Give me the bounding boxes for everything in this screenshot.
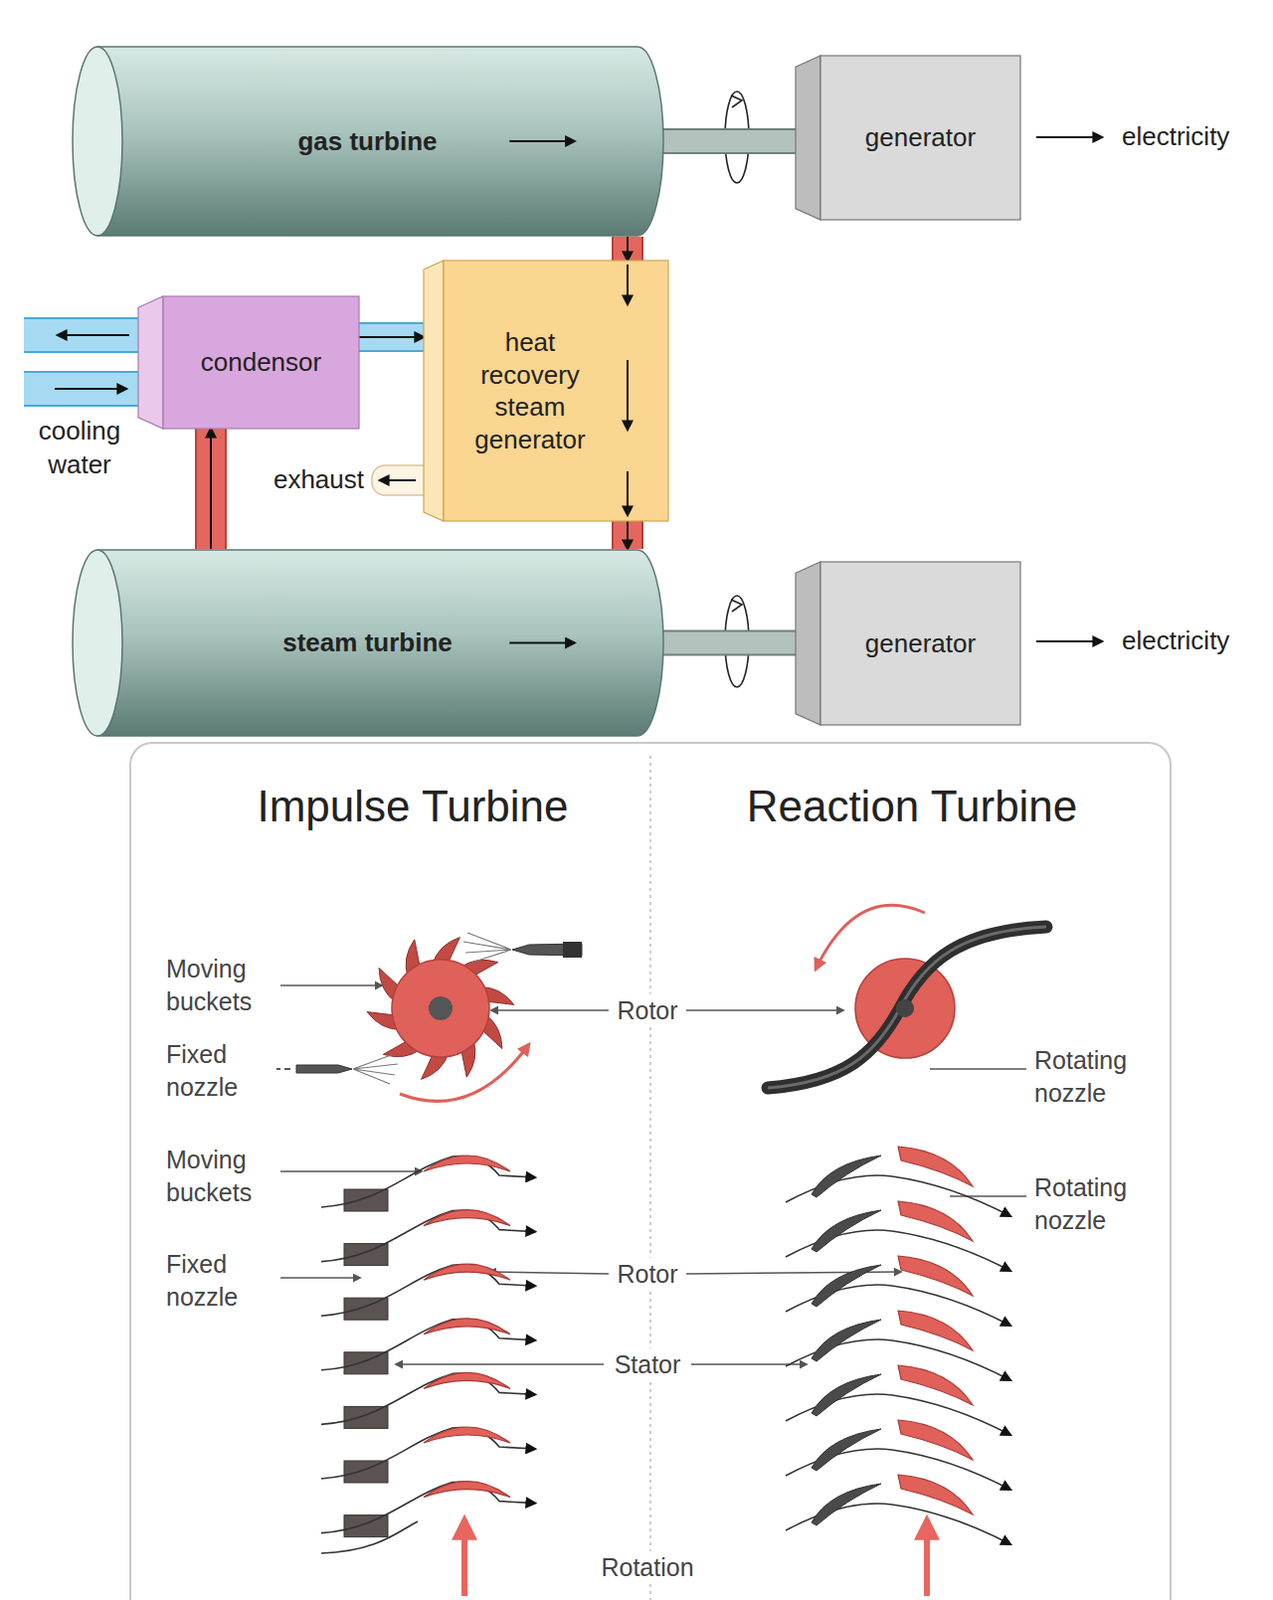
output-label: electricity — [1121, 624, 1230, 659]
turbine-cylinder: steam turbine — [71, 548, 664, 737]
part-label: Stator — [610, 1348, 686, 1382]
output-label: electricity — [1121, 120, 1230, 155]
water-pipe — [359, 337, 424, 339]
panel-title: Impulse Turbine — [256, 777, 568, 835]
text-area: heat recovery steam generator — [443, 260, 617, 522]
reaction-blade-rows — [785, 1146, 1011, 1545]
text-area: generator — [820, 561, 1021, 726]
part-label: Moving buckets — [166, 952, 291, 1018]
flow-label: exhaust — [273, 463, 364, 498]
node-label: condensor — [200, 346, 322, 379]
part-label: Fixed nozzle — [166, 1248, 291, 1313]
node-shape — [423, 260, 669, 522]
turbine-panel — [130, 742, 1171, 1600]
impulse-blade-rows — [321, 1155, 536, 1554]
node-label: gas turbine — [297, 125, 437, 159]
panel-title: Reaction Turbine — [746, 777, 1079, 835]
part-label: Rotating nozzle — [1034, 1171, 1159, 1237]
shaft-pipe — [663, 642, 796, 644]
impulse-wheel — [366, 937, 515, 1081]
part-label: Rotor — [612, 1258, 682, 1291]
steam-pipe — [210, 428, 212, 549]
part-label: Rotor — [612, 994, 682, 1028]
rotation-arrow — [923, 1519, 930, 1597]
divider — [649, 755, 652, 1600]
steam-pipe — [627, 521, 629, 549]
steam-pipe — [627, 236, 629, 261]
node-label: steam turbine — [282, 626, 453, 660]
rotation-ring — [725, 91, 749, 688]
node-label: generator — [865, 121, 976, 155]
node-label: heat recovery steam generator — [455, 326, 605, 456]
text-area: condensor — [163, 296, 360, 429]
reaction-wheel — [767, 926, 1047, 1089]
rotation-arrow — [399, 1044, 530, 1101]
rotation-arrow — [815, 905, 925, 970]
part-label: Moving buckets — [166, 1143, 291, 1209]
hrsg-box: heat recovery steam generator — [423, 260, 669, 522]
part-label: Fixed nozzle — [166, 1038, 291, 1103]
shaft-pipe — [663, 141, 796, 143]
text-area: steam turbine — [71, 548, 664, 737]
output-arrow — [1036, 136, 1102, 139]
fixed-nozzle — [276, 932, 582, 1085]
output-arrow — [1036, 640, 1102, 643]
generator-box: generator — [795, 55, 1021, 220]
node-label: generator — [865, 627, 976, 661]
flow-label: cooling water — [14, 414, 145, 483]
part-label: Rotating nozzle — [1034, 1044, 1159, 1109]
text-area: gas turbine — [71, 45, 664, 237]
part-label: Rotation — [596, 1551, 698, 1585]
generator-box: generator — [795, 561, 1021, 726]
text-area: generator — [820, 55, 1021, 220]
condenser-box: condensor — [138, 296, 360, 429]
rotation-arrow — [461, 1519, 468, 1597]
turbine-cylinder: gas turbine — [71, 45, 664, 237]
